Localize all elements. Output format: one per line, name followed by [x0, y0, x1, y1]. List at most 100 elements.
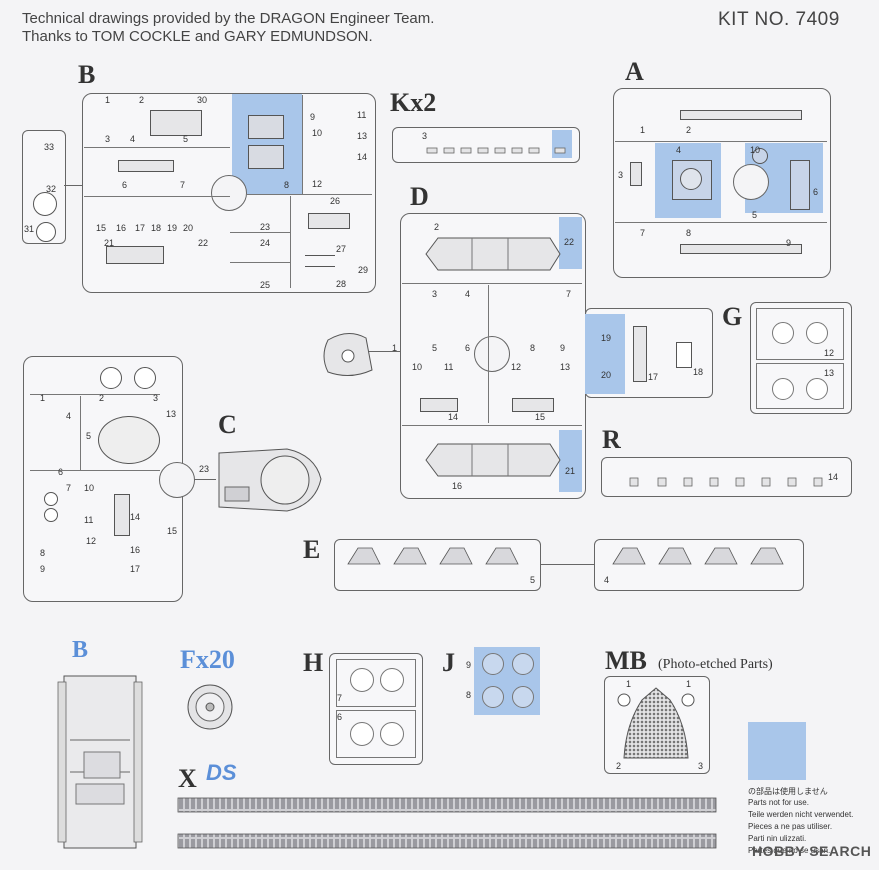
part-number: 8 [530, 343, 536, 353]
part-number: 5 [530, 575, 536, 585]
part-number: 17 [130, 564, 141, 574]
part-number: 13 [824, 368, 835, 378]
sprue-b-part-6 [118, 160, 174, 172]
sprue-f-wheel [187, 684, 233, 730]
sprue-c-part-3 [134, 367, 156, 389]
hull-b-part [57, 675, 143, 849]
sprue-g-letter: G [722, 302, 743, 331]
legend-line: Parts not for use. [748, 798, 809, 807]
sprue-h-letter: H [303, 648, 324, 677]
sprue-k-letter: Kx2 [390, 88, 437, 117]
part-number: 2 [616, 761, 622, 771]
part-number: 14 [357, 152, 368, 162]
sprue-r-letter: R [602, 425, 621, 454]
part-number: 4 [130, 134, 136, 144]
part-number: 12 [511, 362, 522, 372]
part-number: 13 [560, 362, 571, 372]
part-number: 4 [676, 145, 682, 155]
sprue-j-wheel [512, 653, 534, 675]
part-number: 24 [260, 238, 271, 248]
part-number: 2 [99, 393, 105, 403]
sprue-k-tracks [426, 147, 566, 154]
sprue-d-letter: D [410, 182, 429, 211]
sprue-c-part-hull [218, 448, 322, 512]
part-number: 21 [565, 466, 576, 476]
part-number: 9 [466, 660, 472, 670]
sprue-f-letter: Fx20 [180, 645, 235, 674]
part-number: 7 [180, 180, 186, 190]
part-number: 20 [183, 223, 194, 233]
part-number: 8 [466, 690, 472, 700]
sprue-a-part-3 [630, 162, 642, 186]
sprue-a-part-2 [680, 110, 802, 120]
part-number: 19 [167, 223, 178, 233]
sprue-e-suspension-right [612, 547, 784, 565]
sprue-h-sprocket [350, 722, 374, 746]
part-number: 10 [84, 483, 95, 493]
part-number: 5 [183, 134, 189, 144]
part-number: 26 [330, 196, 341, 206]
part-number: 13 [357, 131, 368, 141]
sprue-a-part-4-ring [680, 168, 702, 190]
sprue-b-part-grille-top [248, 115, 284, 139]
sprue-b-part-26 [308, 213, 350, 229]
sprue-c-part-5 [98, 416, 160, 464]
sprue-j-wheel [482, 686, 504, 708]
part-number: 18 [151, 223, 162, 233]
part-number: 21 [104, 238, 115, 248]
part-number: 16 [116, 223, 127, 233]
part-number: 14 [130, 512, 141, 522]
part-number: 3 [698, 761, 704, 771]
ds-logo: DS [206, 760, 237, 785]
sprue-a-part-6 [790, 160, 810, 210]
part-number: 3 [618, 170, 624, 180]
sprue-mb-letter: MB [605, 646, 647, 675]
sprue-mb-mesh [617, 687, 695, 759]
hobby-search-watermark: HOBBY SEARCH [752, 843, 872, 859]
sprue-j-letter: J [442, 648, 455, 677]
part-number: 22 [564, 237, 575, 247]
sprue-b-part-grille-bottom [248, 145, 284, 169]
part-number: 3 [422, 131, 428, 141]
part-number: 3 [153, 393, 159, 403]
legend-unused-swatch [748, 722, 806, 780]
part-number: 2 [139, 95, 145, 105]
sprue-c-part-8 [44, 508, 58, 522]
part-number: 1 [626, 679, 632, 689]
part-number: 14 [828, 472, 839, 482]
part-number: 31 [24, 224, 35, 234]
part-number: 15 [96, 223, 107, 233]
part-number: 2 [434, 222, 440, 232]
part-number: 3 [432, 289, 438, 299]
sprue-g-wheel [772, 322, 794, 344]
part-number: 1 [40, 393, 46, 403]
part-number: 17 [135, 223, 146, 233]
sprue-c-letter: C [218, 410, 237, 439]
part-number: 12 [86, 536, 97, 546]
sprue-h-sprocket [380, 722, 404, 746]
part-number: 30 [197, 95, 208, 105]
part-number: 6 [122, 180, 128, 190]
part-number: 9 [560, 343, 566, 353]
sprue-a-part-4 [672, 160, 712, 200]
sprue-d-part-18 [676, 342, 692, 368]
part-number: 7 [640, 228, 646, 238]
credit-line-2: Thanks to TOM COCKLE and GARY EDMUNDSON. [22, 28, 373, 45]
part-number: 11 [357, 110, 367, 120]
sprue-b-part-21 [106, 246, 164, 264]
part-number: 9 [40, 564, 46, 574]
sprue-j-wheel [482, 653, 504, 675]
sprue-h-sprocket [350, 668, 374, 692]
sprue-d-part-15 [512, 398, 554, 412]
legend-line: Pieces a ne pas utiliser. [748, 822, 833, 831]
sprue-x-tracks [177, 797, 717, 849]
sprue-c-part-2 [100, 367, 122, 389]
part-number: 32 [46, 184, 57, 194]
sprue-b-part-27 [305, 255, 335, 267]
part-number: 7 [566, 289, 572, 299]
part-number: 1 [640, 125, 646, 135]
sprue-a-part-10 [752, 148, 768, 164]
sprue-g-wheel [772, 378, 794, 400]
sprue-r-parts [629, 477, 823, 487]
part-number: 19 [601, 333, 612, 343]
